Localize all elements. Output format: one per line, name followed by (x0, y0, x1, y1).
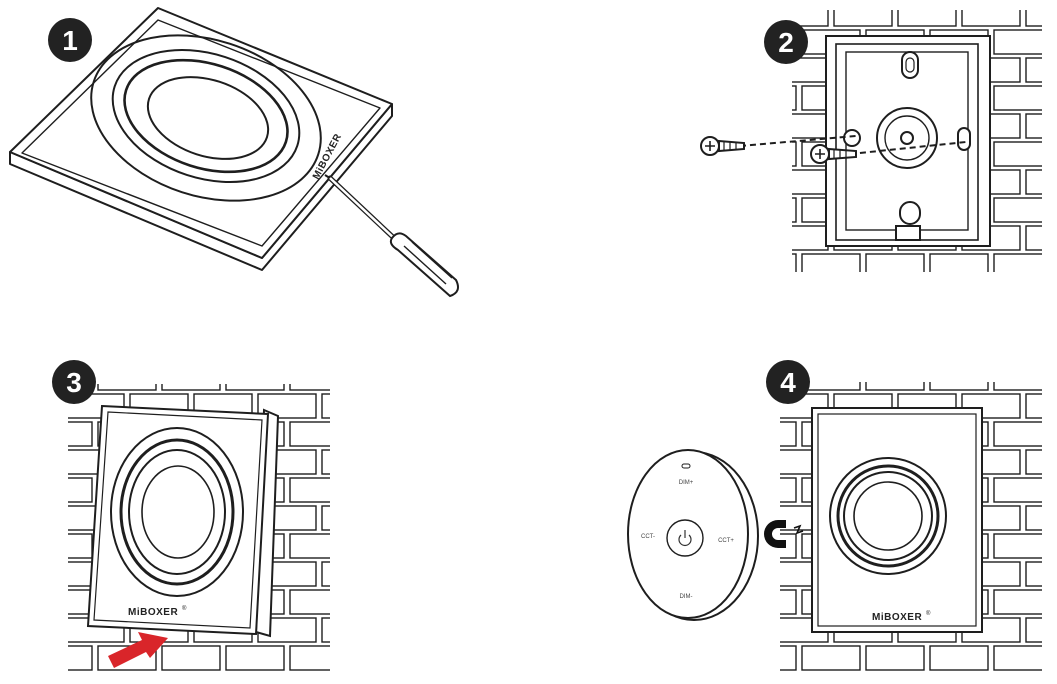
mounting-plate (825, 35, 991, 247)
step-2: 2 (700, 10, 1042, 272)
panel-front-4 (811, 407, 983, 633)
brand-logo-3: MiBOXER (128, 607, 178, 618)
step-4: 4 MiBOXER ® DIM+ DIM- (627, 360, 1042, 672)
brand-logo-4: MiBOXER (872, 612, 922, 623)
remote-cct-plus-label: CCT+ (718, 538, 734, 544)
step-number-1: 1 (62, 25, 78, 56)
power-icon (678, 530, 692, 546)
step-number-3: 3 (66, 367, 82, 398)
remote-control (627, 449, 759, 621)
push-arrow-icon (108, 632, 168, 668)
screwdriver-icon (324, 174, 459, 298)
step-badge-1: 1 (48, 18, 92, 62)
step-badge-4: 4 (766, 360, 810, 404)
step-badge-3: 3 (52, 360, 96, 404)
step-number-2: 2 (778, 27, 794, 58)
panel-3d (9, 7, 393, 271)
remote-cct-minus-label: CCT- (641, 534, 655, 540)
step-badge-2: 2 (764, 20, 808, 64)
remote-dim-plus-label: DIM+ (679, 480, 694, 486)
remote-dim-minus-label: DIM- (680, 594, 693, 600)
registered-mark-4: ® (926, 610, 931, 617)
panel-front-3 (86, 404, 270, 636)
screw-icon (700, 135, 967, 164)
step-number-4: 4 (780, 367, 796, 398)
step-3: 3 MiBOXER ® (52, 360, 330, 672)
magnet-icon (764, 520, 804, 548)
registered-mark-3: ® (182, 605, 187, 612)
step-1: 1 MiBOXER (9, 7, 459, 298)
